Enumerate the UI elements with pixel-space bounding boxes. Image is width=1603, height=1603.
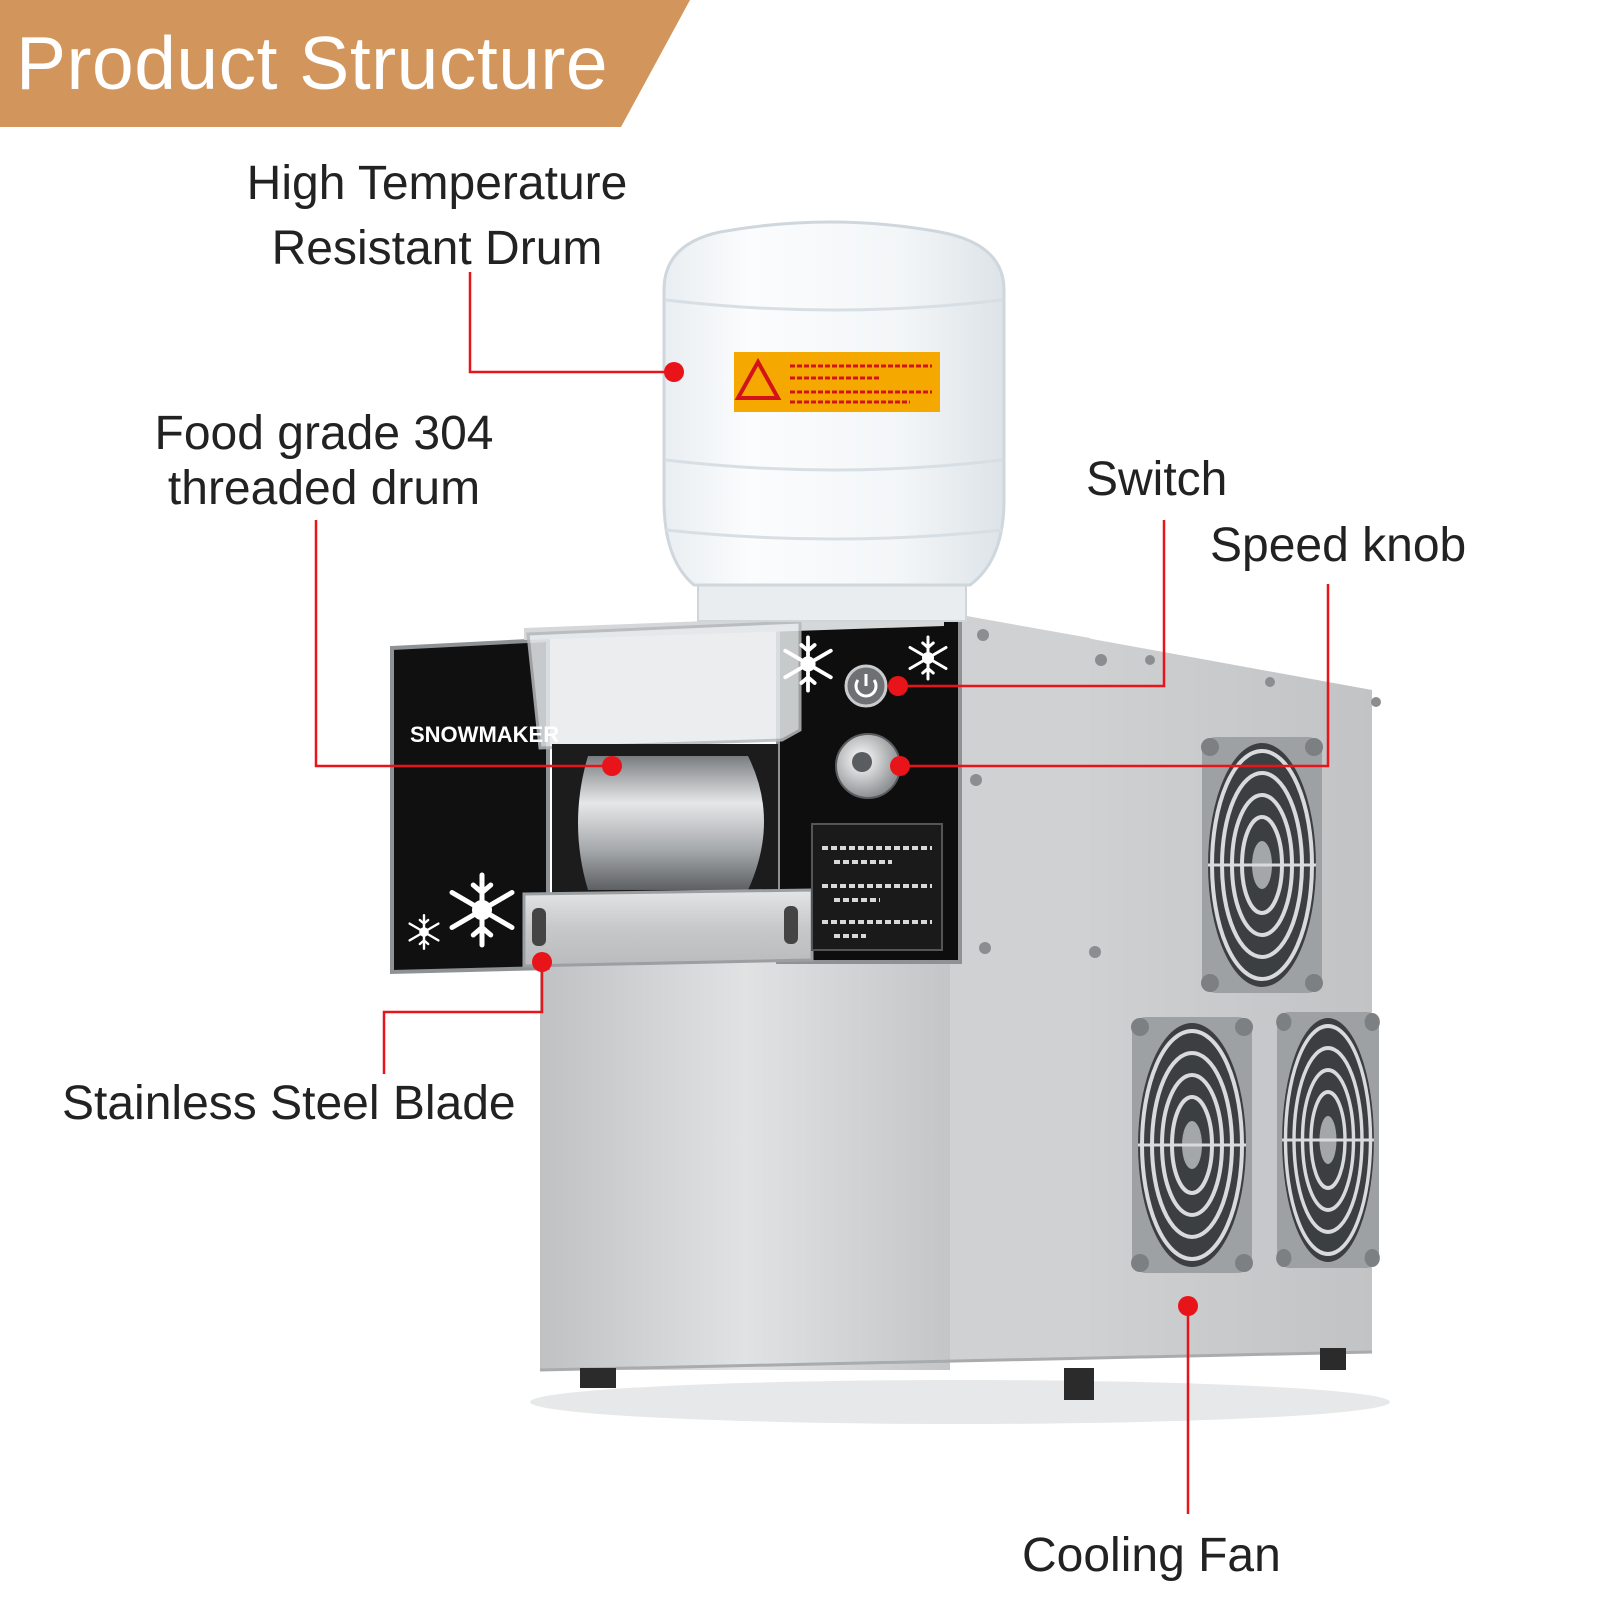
callout-dot	[890, 756, 910, 776]
label-threaded-line2: threaded drum	[167, 462, 481, 516]
callout-dot	[664, 362, 684, 382]
callout-dot	[888, 676, 908, 696]
label-blade: Stainless Steel Blade	[62, 1077, 516, 1130]
water-bottle	[662, 220, 1006, 622]
label-cooling-fan: Cooling Fan	[1022, 1529, 1281, 1582]
cooling-fan-left	[1129, 1015, 1255, 1275]
label-switch: Switch	[1086, 453, 1228, 506]
callout-dot	[532, 952, 552, 972]
callout-dot	[602, 756, 622, 776]
label-drum-line1: High Temperature	[246, 157, 628, 210]
steel-blade	[522, 888, 814, 968]
threaded-drum	[578, 756, 764, 890]
label-drum-line2: Resistant Drum	[271, 222, 603, 276]
label-threaded-line1: Food grade 304	[154, 407, 494, 460]
label-speed-knob: Speed knob	[1210, 519, 1467, 572]
power-switch	[844, 664, 888, 708]
callout-dot	[1178, 1296, 1198, 1316]
cooling-fan-right	[1274, 1010, 1382, 1270]
label-threaded-drum: Food grade 304 threaded drum	[144, 406, 504, 516]
title-banner	[0, 0, 690, 127]
cooling-fan-top	[1199, 735, 1325, 995]
page-title: Product Structure	[16, 21, 609, 105]
label-drum: High Temperature Resistant Drum	[232, 156, 642, 276]
callout-lines	[314, 272, 1330, 1514]
brand-label: SNOWMAKER	[410, 722, 559, 747]
